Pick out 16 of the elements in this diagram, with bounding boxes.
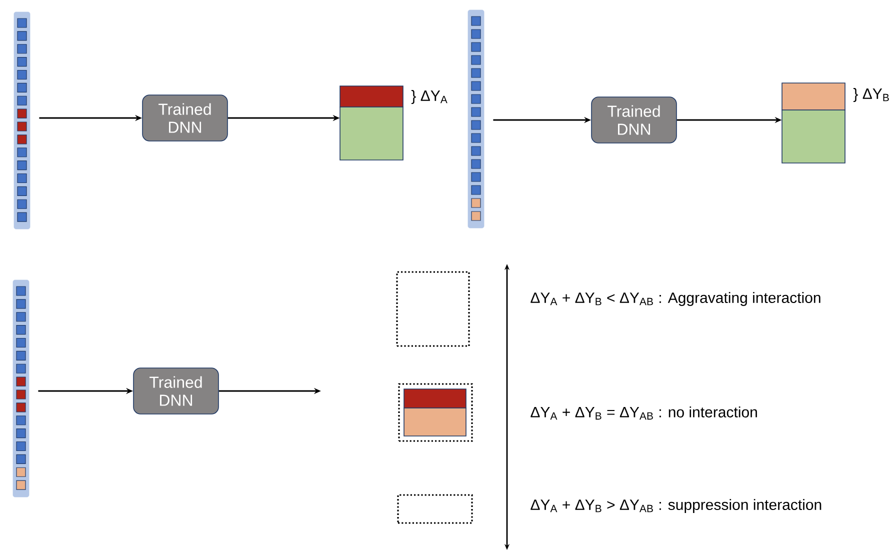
outcome-box — [396, 271, 470, 347]
interaction-label: ΔY$_{A}$ + ΔY$_{B}$ > ΔY$_{AB}$ : suppression interaction — [530, 499, 822, 513]
delta-label: } ΔY$_{B}$ — [853, 88, 889, 102]
outcome-box — [398, 383, 473, 442]
process-box: Trained DNN — [142, 94, 228, 142]
input-vector — [468, 10, 484, 228]
delta-label: } ΔY$_{A}$ — [411, 90, 448, 104]
interaction-label: ΔY$_{A}$ + ΔY$_{B}$ = ΔY$_{AB}$ : no interaction — [530, 406, 757, 420]
input-vector — [14, 12, 30, 230]
outcome-box — [397, 494, 473, 524]
process-box: Trained DNN — [133, 368, 219, 414]
process-box: Trained DNN — [591, 96, 677, 144]
input-vector — [12, 280, 30, 498]
output-bar — [340, 86, 404, 160]
output-bar — [782, 82, 846, 164]
interaction-label: ΔY$_{A}$ + ΔY$_{B}$ < ΔY$_{AB}$ : Aggravating interaction — [530, 292, 820, 306]
